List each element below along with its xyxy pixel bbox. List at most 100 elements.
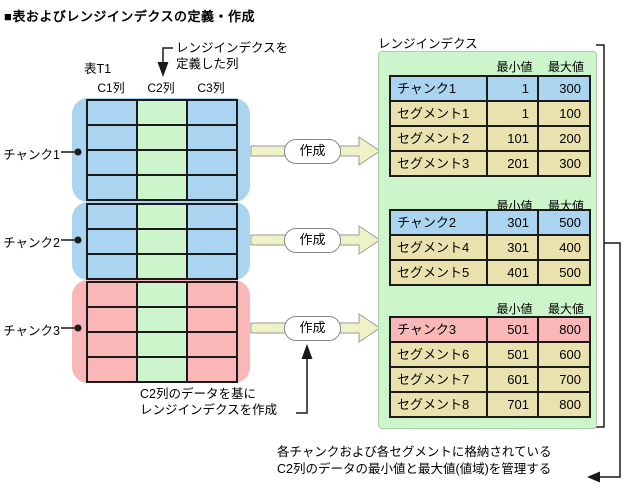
- table-cell: セグメント5: [391, 261, 488, 284]
- table-cell: [138, 126, 188, 149]
- chunk-3-label: チャンク3: [3, 324, 60, 338]
- table-cell: [138, 101, 188, 124]
- table-row: [88, 283, 236, 308]
- create-note-line2: レンジインデクスを作成: [140, 403, 278, 417]
- manage-note: 各チャンクおよび各セグメントに格納されている C2列のデータの最小値と最大値(値…: [277, 444, 552, 478]
- min-col-header: 最小値: [496, 60, 533, 74]
- table-cell: [188, 255, 236, 278]
- table-cell: セグメント4: [391, 236, 488, 259]
- table-row: [88, 151, 236, 176]
- table-cell: [88, 205, 138, 228]
- table-cell: セグメント7: [391, 368, 488, 391]
- manage-note-line2: C2列のデータの最小値と最大値(値域)を管理する: [277, 462, 552, 476]
- table-cell: [188, 308, 236, 331]
- defined-column-pointer-line: [157, 47, 173, 77]
- max-col-header: 最大値: [547, 60, 584, 74]
- table-cell: [88, 126, 138, 149]
- table-cell: [88, 230, 138, 253]
- table-cell: 500: [559, 215, 581, 230]
- create-arrow-label: 作成: [284, 316, 341, 341]
- table-cell: [88, 308, 138, 331]
- table-cell: セグメント2: [391, 127, 488, 150]
- table-cell: [138, 308, 188, 331]
- table-cell: 701: [488, 393, 539, 416]
- table-cell: 300: [559, 81, 581, 96]
- table-cell: [138, 230, 188, 253]
- chunk-1-grid: [86, 99, 238, 201]
- table-cell: [88, 255, 138, 278]
- table-row: [88, 230, 236, 255]
- table-cell: 200: [559, 131, 581, 146]
- table-cell: [138, 205, 188, 228]
- min-col-header: 最小値: [496, 302, 533, 316]
- table-cell: 600: [559, 347, 581, 362]
- table-cell: チャンク3: [391, 318, 488, 341]
- table-cell: 700: [559, 372, 581, 387]
- table-row: [88, 255, 236, 278]
- chunk-3-grid: [86, 281, 238, 383]
- chunk-1-label: チャンク1: [3, 148, 60, 162]
- table-cell: セグメント1: [391, 102, 488, 125]
- table-cell: [138, 176, 188, 199]
- table-row: [88, 205, 236, 230]
- create-arrow-label: 作成: [284, 139, 341, 164]
- table-cell: セグメント8: [391, 393, 488, 416]
- manage-note-line1: 各チャンクおよび各セグメントに格納されている: [277, 445, 552, 459]
- table-cell: [188, 101, 236, 124]
- create-note-line1: C2列のデータを基に: [140, 387, 256, 401]
- table-cell: [188, 333, 236, 356]
- range-table-header: 最小値最大値: [488, 58, 591, 75]
- table-cell: [188, 205, 236, 228]
- table-cell: 301: [488, 236, 539, 259]
- table-cell: [188, 230, 236, 253]
- table-row: [88, 308, 236, 333]
- create-note: C2列のデータを基に レンジインデクスを作成: [140, 386, 277, 418]
- table-cell: 501: [488, 343, 539, 366]
- table-cell: 1: [488, 102, 539, 125]
- table-cell: [138, 255, 188, 278]
- table-cell: 501: [488, 318, 539, 341]
- indexed-column-note: レンジインデクスを 定義した列: [176, 40, 288, 72]
- table-cell: [138, 333, 188, 356]
- table-cell: [188, 283, 236, 306]
- table-cell: 101: [488, 127, 539, 150]
- table-cell: [88, 333, 138, 356]
- table-cell: セグメント6: [391, 343, 488, 366]
- table-cell: [88, 176, 138, 199]
- column-label-c1: C1列: [97, 81, 125, 95]
- table-cell: 400: [559, 240, 581, 255]
- table-cell: [88, 101, 138, 124]
- table-row: [88, 333, 236, 358]
- table-cell: [188, 176, 236, 199]
- table-cell: [188, 358, 236, 381]
- table-cell: セグメント3: [391, 152, 488, 175]
- range-index-bracket: [596, 44, 605, 428]
- table-row: [88, 126, 236, 151]
- column-label-c3: C3列: [197, 81, 225, 95]
- indexed-column-note-line2: 定義した列: [176, 57, 239, 71]
- table-cell: [188, 126, 236, 149]
- table-cell: 500: [559, 265, 581, 280]
- range-index-title: レンジインデクス: [378, 37, 478, 51]
- table-cell: 601: [488, 368, 539, 391]
- table-cell: 300: [559, 156, 581, 171]
- chunk-2-label: チャンク2: [3, 236, 60, 250]
- range-table-header: 最小値最大値: [488, 300, 591, 317]
- column-label-c2: C2列: [147, 81, 175, 95]
- table-cell: 201: [488, 152, 539, 175]
- table-cell: 800: [559, 322, 581, 337]
- table-cell: [138, 283, 188, 306]
- max-col-header: 最大値: [547, 302, 584, 316]
- table-cell: 100: [559, 106, 581, 121]
